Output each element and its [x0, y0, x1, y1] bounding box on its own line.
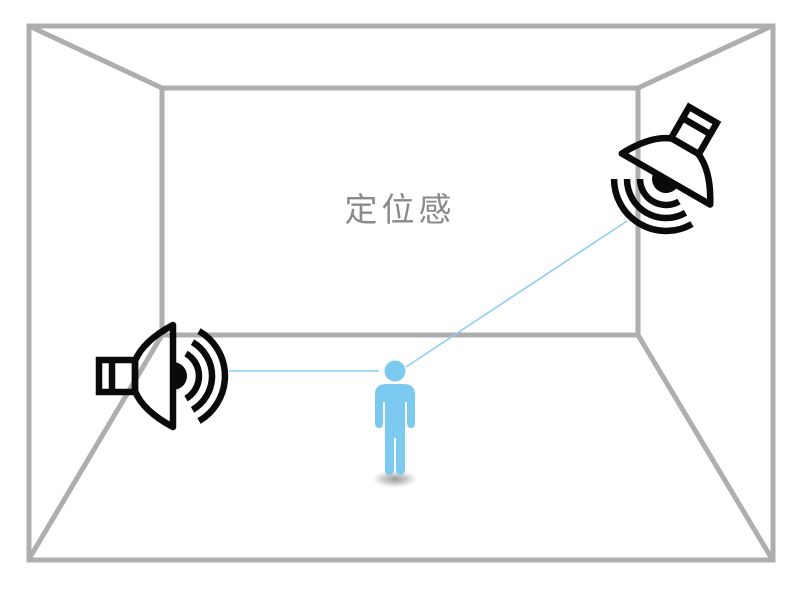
sound-wave-arc-3	[610, 178, 694, 235]
room-back-wall	[159, 85, 641, 338]
person-icon	[375, 360, 415, 475]
speaker-cone-center	[652, 172, 679, 193]
room-corner-edge-bottom-right	[635, 333, 775, 561]
speaker-box-divider	[681, 115, 712, 137]
speaker-horn-bell	[618, 134, 714, 208]
diagram-title: 定位感	[344, 191, 456, 228]
speaker-horn-bell	[131, 321, 177, 431]
room-outer-edge	[26, 23, 776, 563]
person-head	[384, 360, 406, 382]
speaker-horn-icon-right	[610, 102, 722, 235]
speaker-horn-icon-left	[95, 321, 229, 431]
sound-path-lines	[229, 220, 628, 372]
room-corner-edge-top-right	[636, 23, 774, 91]
sound-wave-arc-1	[636, 178, 681, 209]
sound-wave-arc-2	[623, 178, 688, 222]
right-sound-path-line	[405, 220, 628, 368]
speaker-cone-center	[173, 362, 187, 390]
sound-wave-arc-1	[184, 350, 203, 402]
room-corner-edge-top-left	[27, 23, 164, 91]
sound-wave-arc-3	[197, 328, 229, 424]
listener-shadow	[372, 470, 418, 488]
sound-wave-arc-2	[190, 339, 216, 413]
room-outline	[26, 23, 776, 563]
room-corner-edge-bottom-left	[26, 333, 165, 561]
person-body	[375, 384, 415, 475]
